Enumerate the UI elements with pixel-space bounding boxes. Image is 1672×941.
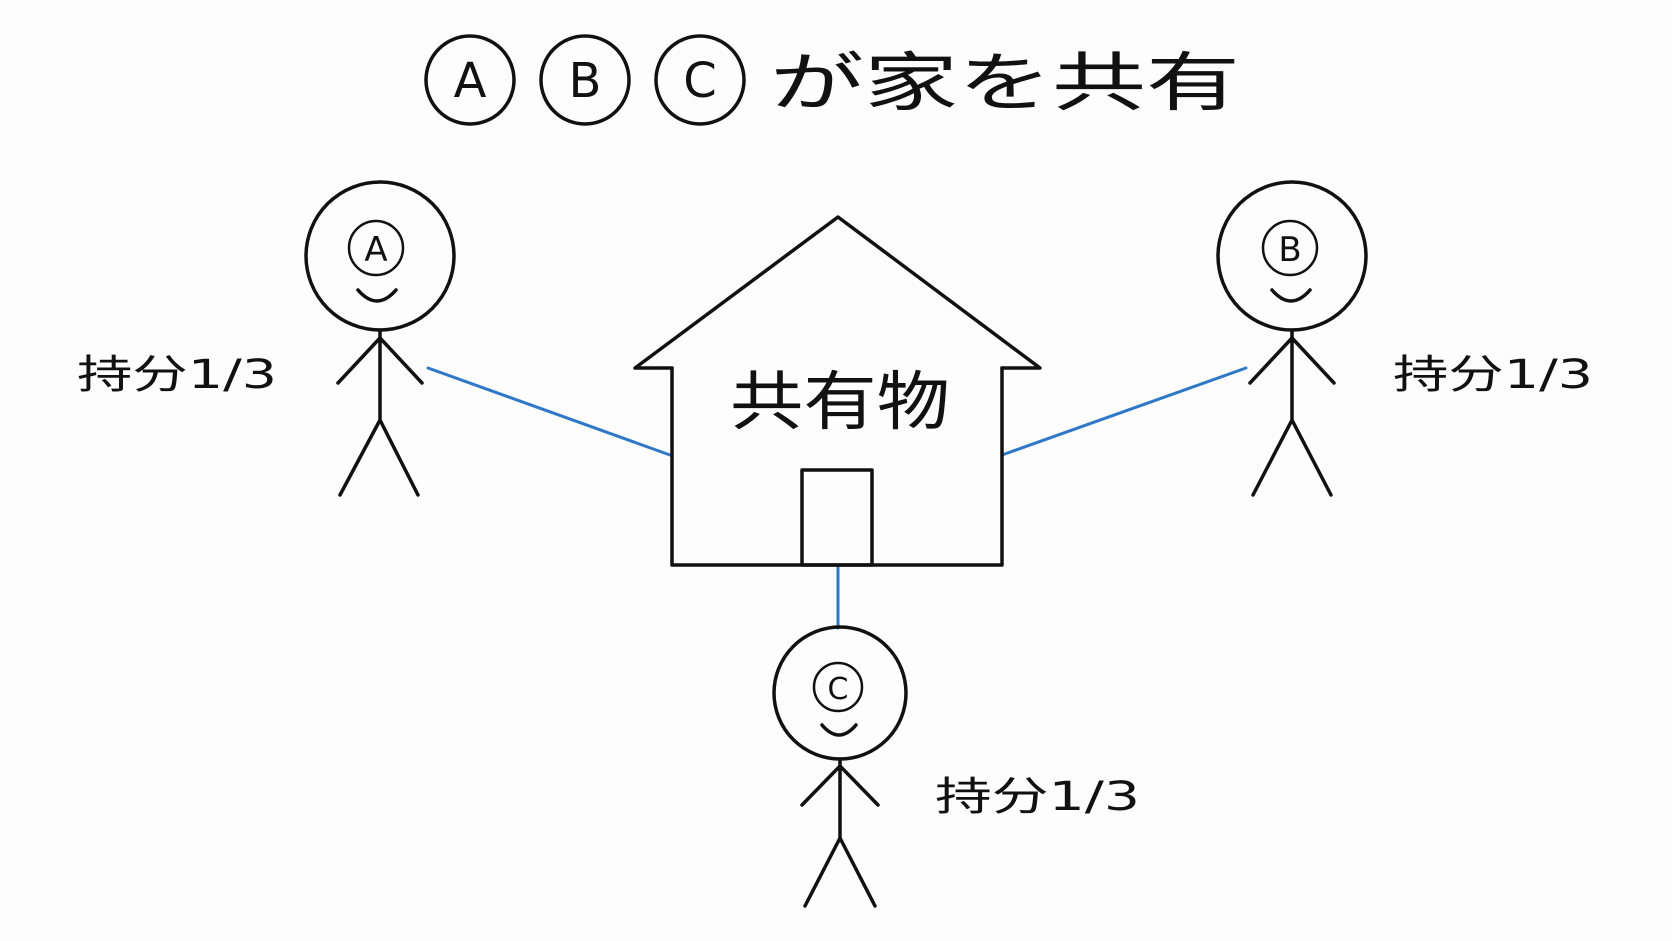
figure-c-face-badge bbox=[812, 661, 864, 713]
figure-a-face-badge bbox=[347, 219, 405, 277]
title-badge-c-circle bbox=[654, 34, 746, 126]
title-text: が家を共有 bbox=[770, 47, 1240, 121]
share-label-c: 持分1/3 bbox=[935, 774, 1140, 820]
title-badge-c-letter: C bbox=[683, 53, 717, 109]
title-badge-b-circle bbox=[539, 34, 631, 126]
figure-c-legs bbox=[803, 836, 877, 908]
house-roof bbox=[633, 215, 1042, 370]
house: 共有物 bbox=[633, 215, 1042, 567]
share-label-b: 持分1/3 bbox=[1393, 352, 1593, 398]
figure-b-face-badge bbox=[1261, 219, 1319, 277]
title: A B C が家を共有 bbox=[424, 34, 1240, 126]
title-badge-a-letter: A bbox=[454, 53, 487, 109]
figure-b-arms bbox=[1248, 336, 1336, 385]
figure-a-legs bbox=[338, 418, 420, 497]
figure-c-smile bbox=[820, 723, 858, 737]
figure-b-legs bbox=[1251, 418, 1333, 497]
title-badge-a-circle bbox=[424, 34, 516, 126]
figure-b-smile bbox=[1270, 288, 1312, 303]
stick-figure-a: A bbox=[304, 180, 456, 497]
figure-c-face-letter: C bbox=[828, 672, 849, 707]
share-label-a: 持分1/3 bbox=[77, 352, 277, 398]
figure-b-face-letter: B bbox=[1278, 230, 1301, 270]
house-door bbox=[800, 468, 874, 567]
connector-b-house bbox=[1000, 366, 1248, 457]
figure-a-smile bbox=[356, 288, 398, 303]
title-badge-b-letter: B bbox=[569, 53, 602, 109]
figure-a-face-letter: A bbox=[364, 230, 387, 270]
figure-a-arms bbox=[336, 336, 424, 385]
connector-a-house bbox=[426, 366, 672, 457]
stick-figure-c: C bbox=[772, 625, 908, 908]
stick-figure-b: B bbox=[1216, 180, 1368, 497]
figure-c-arms bbox=[800, 764, 880, 807]
house-label: 共有物 bbox=[730, 366, 950, 440]
